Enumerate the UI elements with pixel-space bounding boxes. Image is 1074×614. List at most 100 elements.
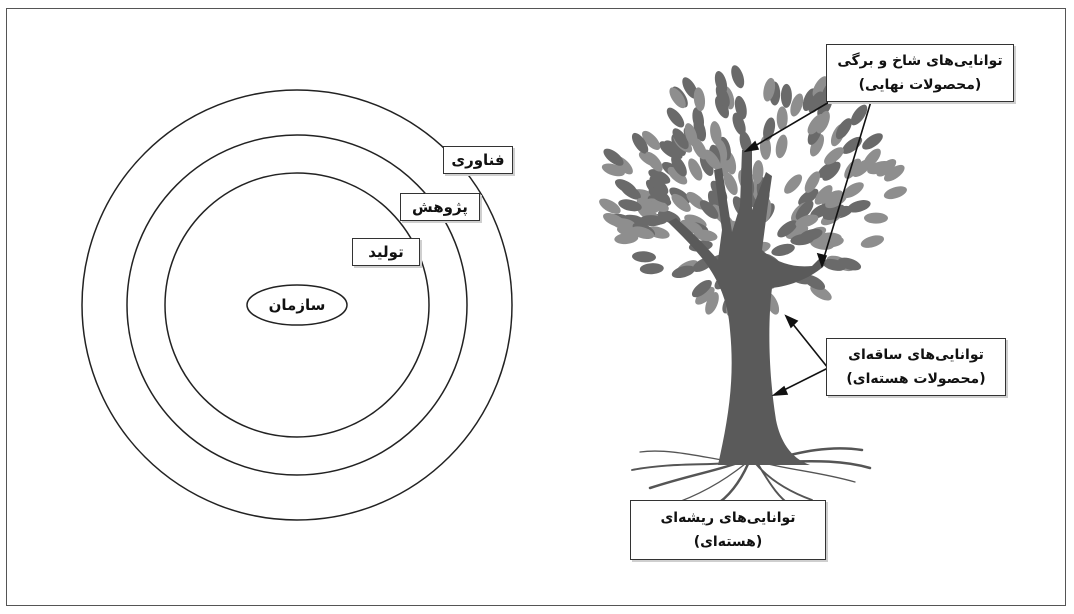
root-capabilities-line2: (هسته‌ای) <box>693 534 763 550</box>
leaf-icon <box>705 292 719 315</box>
arrow-branches-1 <box>747 97 837 151</box>
leaf-icon <box>671 155 687 177</box>
center-ellipse <box>246 284 348 326</box>
leaf-icon <box>648 169 671 184</box>
label-technology: فناوری <box>443 146 513 174</box>
figure-frame <box>6 8 1066 606</box>
leaf-icon <box>812 76 829 98</box>
label-research: پژوهش <box>400 193 480 221</box>
leaf-icon <box>671 193 691 212</box>
arrow-head-trunk-1 <box>784 314 799 329</box>
trunk-capabilities-line1: توانایی‌های ساقه‌ای <box>848 347 984 363</box>
leaf-icon <box>639 263 664 275</box>
leaf-icon <box>837 257 862 271</box>
leaf-icon <box>618 199 642 212</box>
tree-trunk <box>668 150 826 465</box>
leaf-icon <box>715 95 729 119</box>
leaf-icon <box>817 161 839 178</box>
leaf-icon <box>723 172 738 196</box>
leaf-icon <box>842 136 863 154</box>
leaf-icon <box>632 251 656 263</box>
leaf-icon <box>710 121 722 145</box>
leaf-icon <box>863 148 881 169</box>
leaf-icon <box>601 163 625 177</box>
arrow-head-trunk-2 <box>771 385 789 396</box>
leaf-icon <box>691 279 712 298</box>
leaf-icon <box>850 104 868 126</box>
leaf-icon <box>715 84 730 108</box>
leaf-icon <box>695 286 715 305</box>
root-capabilities-line1: توانایی‌های ریشه‌ای <box>660 510 796 526</box>
leaf-icon <box>611 218 636 230</box>
leaf-icon <box>731 65 745 89</box>
leaf-icon <box>771 243 795 256</box>
leaf-icon <box>860 235 885 248</box>
leaf-icon <box>693 87 706 112</box>
leaf-icon <box>659 141 680 159</box>
leaf-icon <box>641 130 661 150</box>
leaf-icon <box>884 164 905 182</box>
root-line <box>713 462 750 507</box>
branch-capabilities-line1: توانایی‌های شاخ و برگی <box>837 53 1003 69</box>
root-line <box>755 463 813 501</box>
branch-capabilities-line2: (محصولات نهایی) <box>858 77 982 93</box>
leaf-icon <box>631 132 649 154</box>
leaf-icon <box>790 233 815 246</box>
leaf-icon <box>777 220 798 238</box>
inner-circle <box>164 172 430 438</box>
leaf-icon <box>807 113 825 135</box>
leaf-icon <box>810 285 832 301</box>
label-trunk-capabilities: توانایی‌های ساقه‌ای (محصولات هسته‌ای) <box>826 338 1006 396</box>
leaf-icon <box>790 93 804 117</box>
leaf-icon <box>842 182 864 198</box>
leaf-icon <box>603 148 624 166</box>
leaf-icon <box>795 200 814 221</box>
label-branch-capabilities: توانایی‌های شاخ و برگی (محصولات نهایی) <box>826 44 1014 102</box>
leaf-icon <box>671 265 696 279</box>
arrows <box>743 97 873 396</box>
outer-circle <box>81 89 513 521</box>
trunk-capabilities-line2: (محصولات هسته‌ای) <box>846 371 986 387</box>
leaf-icon <box>775 134 788 159</box>
leaf-icon <box>699 200 719 219</box>
concentric-circles <box>81 89 513 521</box>
leaf-icon <box>835 118 852 140</box>
leaf-icon <box>599 198 621 214</box>
leaf-icon <box>648 187 671 203</box>
leaf-icon <box>732 112 746 136</box>
leaf-icon <box>804 171 821 193</box>
leaf-icon <box>645 151 663 172</box>
leaf-icon <box>864 212 888 224</box>
leaf-icon <box>636 197 659 213</box>
leaf-icon <box>752 160 764 185</box>
label-root-capabilities: توانایی‌های ریشه‌ای (هسته‌ای) <box>630 500 826 560</box>
leaf-icon <box>688 158 703 181</box>
leaf-icon <box>776 106 788 131</box>
leaf-icon <box>785 225 809 240</box>
leaf-icon <box>614 179 637 195</box>
leaf-icon <box>666 107 685 128</box>
leaf-icon <box>669 87 686 109</box>
leaf-icon <box>798 188 819 206</box>
leaf-icon <box>691 137 707 160</box>
leaf-icon <box>809 134 825 157</box>
leaf-icon <box>795 214 819 228</box>
leaf-icon <box>847 200 871 213</box>
leaf-icon <box>862 133 883 150</box>
leaf-icon <box>680 219 703 234</box>
leaf-icon <box>672 128 689 150</box>
leaf-icon <box>876 159 897 177</box>
arrow-trunk-1 <box>787 317 829 369</box>
leaf-icon <box>703 149 721 170</box>
leaf-icon <box>639 215 664 227</box>
leaf-icon <box>649 176 669 195</box>
middle-circle <box>126 134 468 476</box>
leaf-icon <box>883 186 907 200</box>
label-production: تولید <box>352 238 420 266</box>
label-organization: سازمان <box>268 296 326 314</box>
root-line <box>669 463 746 506</box>
leaf-icon <box>780 83 792 108</box>
leaf-icon <box>803 274 826 290</box>
arrow-branches-2 <box>821 97 873 265</box>
